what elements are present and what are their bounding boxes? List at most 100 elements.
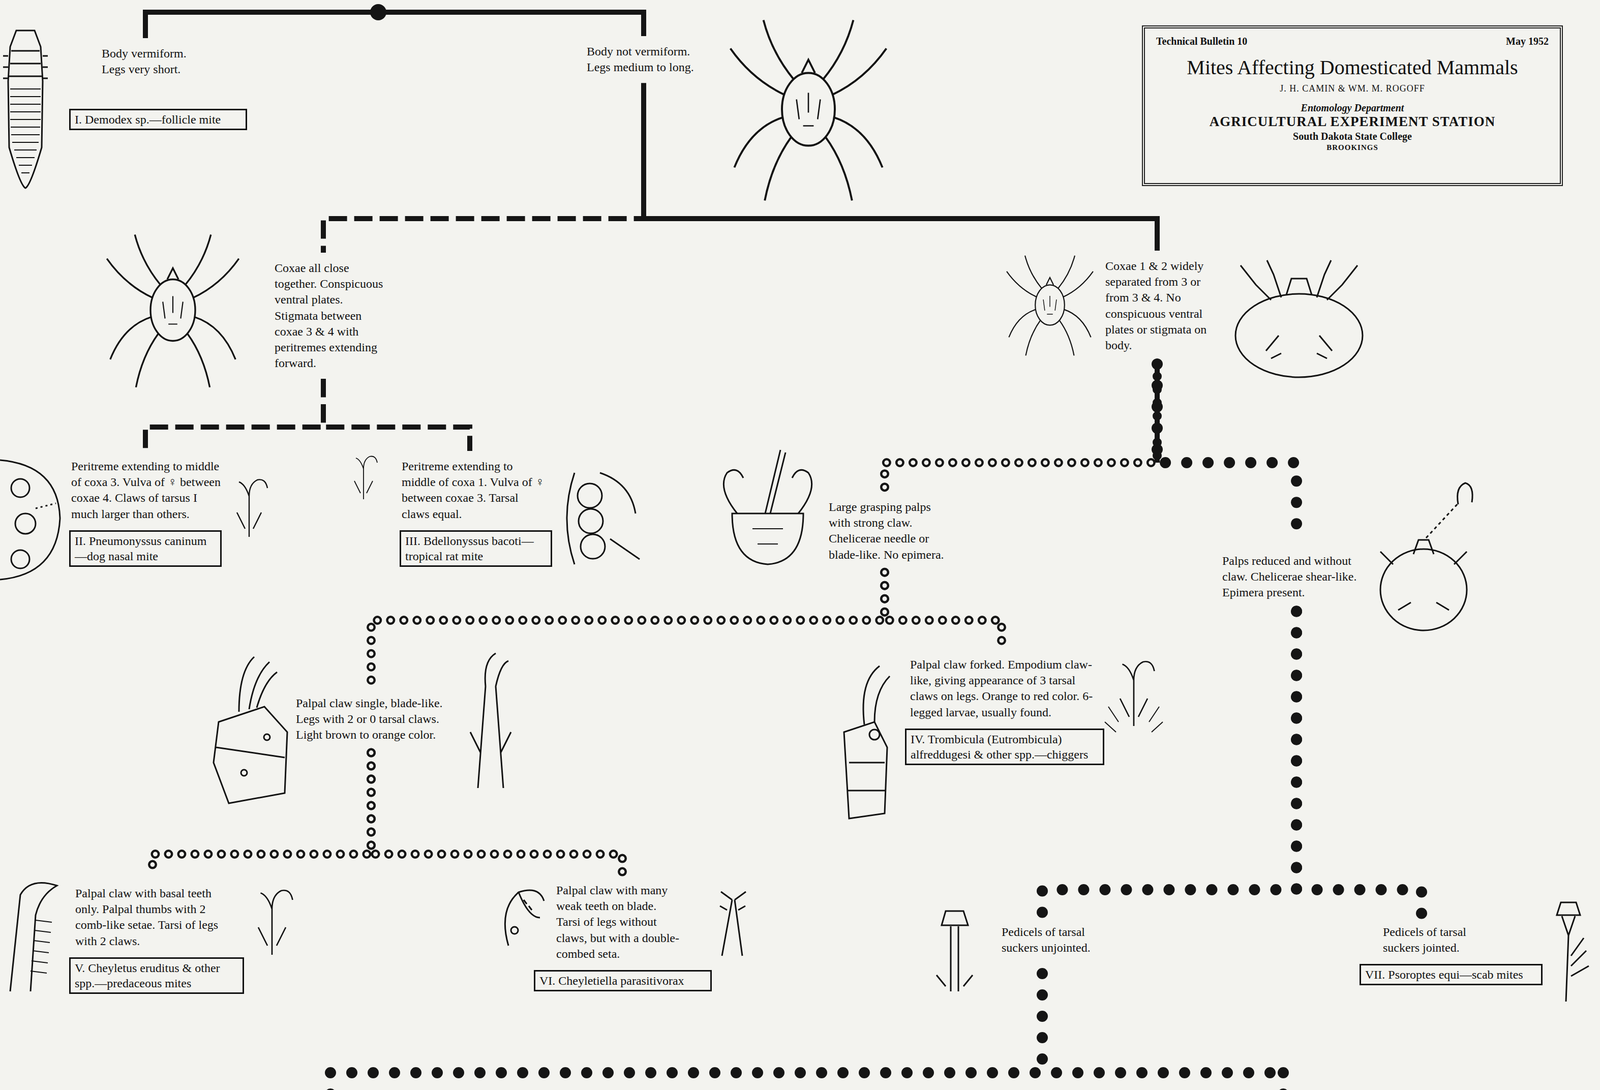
key-text: Palpal claw single, blade-like. Legs wit… — [295, 695, 455, 744]
sucker-jointed-drawing — [1556, 902, 1589, 1002]
connector-hollow — [371, 752, 623, 873]
connector-line — [1296, 611, 1422, 914]
chigger-palp-drawing — [863, 666, 890, 725]
key-connector — [145, 12, 644, 39]
species-name: V. Cheyletus eruditus & other spp.—preda… — [74, 960, 239, 991]
cheyletus-palp-drawing — [238, 656, 278, 712]
key-couplet: Peritreme extending to middle of coxa 1.… — [399, 457, 551, 524]
mite-drawing — [1006, 255, 1094, 356]
gnathosoma-drawing — [752, 528, 783, 545]
key-connector — [371, 572, 885, 686]
continued-key-line — [330, 973, 1284, 1090]
cheyletiella-palp-drawing — [504, 890, 545, 946]
key-text: Body vermiform. Legs very short. — [101, 45, 200, 78]
chigger-palp-drawing — [843, 721, 888, 819]
demodex-drawing — [3, 30, 48, 189]
species-box: IV. Trombicula (Eutrombicula) alfredduge… — [904, 728, 1105, 766]
bulletin-text: Technical Bulletin 10 — [1156, 35, 1248, 48]
connector-line — [1157, 364, 1297, 543]
tarsus-claw-drawing — [354, 456, 378, 500]
demodex-drawing — [9, 50, 42, 77]
demodex-drawing — [3, 55, 48, 79]
cheyletiella-palp-drawing — [510, 926, 519, 934]
key-couplet: Body vermiform. Legs very short. — [99, 44, 202, 79]
bulletin-row: Technical Bulletin 10May 1952 — [1156, 35, 1549, 48]
key-text: Palpal claw forked. Empodium claw-like, … — [910, 656, 1100, 721]
key-text: Body not vermiform. Legs medium to long. — [586, 43, 705, 76]
species-name: VI. Cheyletiella parasitivorax — [539, 973, 707, 989]
key-couplet: Palpal claw with many weak teeth on blad… — [554, 881, 682, 963]
mite-drawing — [106, 234, 239, 388]
chigger-palp-drawing — [869, 729, 880, 740]
key-couplet: Palpal claw forked. Empodium claw-like, … — [908, 655, 1102, 722]
scab-mite-drawing — [1426, 503, 1459, 538]
key-text: Peritreme extending to middle of coxa 3.… — [71, 458, 225, 523]
cheyletus-palp-drawing — [240, 769, 248, 776]
species-box: III. Bdellonyssus bacoti—tropical rat mi… — [399, 530, 553, 567]
tarsus-drawing — [470, 653, 511, 789]
ventral-view-drawing — [1265, 335, 1333, 359]
mite-drawing — [730, 20, 887, 201]
connector-line — [323, 82, 644, 253]
pneumonyssus-detail — [15, 513, 36, 534]
species-box: VI. Cheyletiella parasitivorax — [533, 970, 712, 992]
key-couplet: Pedicels of tarsal suckers jointed. — [1380, 923, 1483, 957]
scab-mite-drawing — [1380, 551, 1467, 611]
pneumonyssus-detail — [35, 503, 56, 509]
bdellonyssus-detail — [580, 534, 606, 559]
scab-mite-drawing — [1380, 549, 1467, 631]
cheyletus-thumb-drawing — [10, 882, 57, 992]
connector-line — [884, 363, 1158, 490]
species-name: IV. Trombicula (Eutrombicula) alfredduge… — [910, 731, 1099, 763]
key-connector — [884, 572, 1002, 648]
tarsus-claw-drawing — [236, 479, 268, 537]
species-box: VII. Psoroptes equi—scab mites — [1359, 963, 1543, 986]
bdellonyssus-detail — [566, 472, 640, 565]
tarsus-claw-drawing — [1120, 661, 1155, 727]
sucker-unjointed-drawing — [936, 911, 973, 992]
gnathosoma-drawing — [732, 513, 804, 565]
key-text: Peritreme extending to middle of coxa 1.… — [401, 458, 549, 523]
combed-seta-drawing — [719, 891, 746, 956]
pneumonyssus-detail — [0, 460, 60, 580]
key-couplet: Palpal claw single, blade-like. Legs wit… — [293, 694, 457, 745]
tarsus-claw-drawing — [258, 890, 293, 955]
publisher-text: South Dakota State College — [1156, 130, 1549, 143]
gnathosoma-drawing — [723, 469, 812, 514]
publisher-text: BROOKINGS — [1156, 143, 1549, 153]
bdellonyssus-detail — [578, 508, 603, 534]
key-couplet: Body not vermiform. Legs medium to long. — [584, 42, 707, 77]
chigger-palp-drawing — [843, 666, 890, 819]
key-connector — [1296, 611, 1422, 914]
pneumonyssus-detail — [0, 460, 60, 580]
publisher-text: J. H. CAMIN & WM. M. ROGOFF — [1156, 83, 1549, 95]
bdellonyssus-detail — [566, 472, 640, 565]
scab-mite-drawing — [1380, 482, 1473, 631]
species-box: II. Pneumonyssus caninum—dog nasal mite — [69, 530, 222, 567]
pneumonyssus-detail — [11, 478, 30, 498]
species-box: I. Demodex sp.—follicle mite — [69, 108, 248, 131]
connector-line — [371, 572, 885, 686]
species-box: V. Cheyletus eruditus & other spp.—preda… — [69, 957, 245, 994]
ventral-view-drawing — [1235, 293, 1363, 378]
key-text: Coxae 1 & 2 widely separated from 3 or f… — [1105, 258, 1220, 354]
gnathosoma-drawing — [765, 449, 786, 514]
key-connector — [884, 363, 1158, 490]
connector-hollow — [152, 752, 372, 877]
trunk-line — [1154, 360, 1160, 463]
connector-line — [323, 378, 470, 451]
species-name: VII. Psoroptes equi—scab mites — [1365, 967, 1537, 983]
sucker-jointed-drawing — [1556, 902, 1589, 1002]
connector-hollow — [371, 572, 885, 686]
title-box: Technical Bulletin 10May 1952Mites Affec… — [1141, 25, 1563, 187]
publisher-text: Entomology Department — [1156, 102, 1549, 114]
key-connector — [323, 82, 644, 253]
key-couplet: Coxae all close together. Conspicuous ve… — [272, 259, 391, 373]
cheyletus-thumb-drawing — [10, 882, 57, 992]
connector-line — [145, 378, 324, 451]
key-text: Large grasping palps with strong claw. C… — [828, 499, 952, 563]
key-text: Coxae all close together. Conspicuous ve… — [274, 260, 389, 372]
ventral-view-drawing — [1235, 260, 1363, 378]
key-connector — [1157, 364, 1297, 543]
